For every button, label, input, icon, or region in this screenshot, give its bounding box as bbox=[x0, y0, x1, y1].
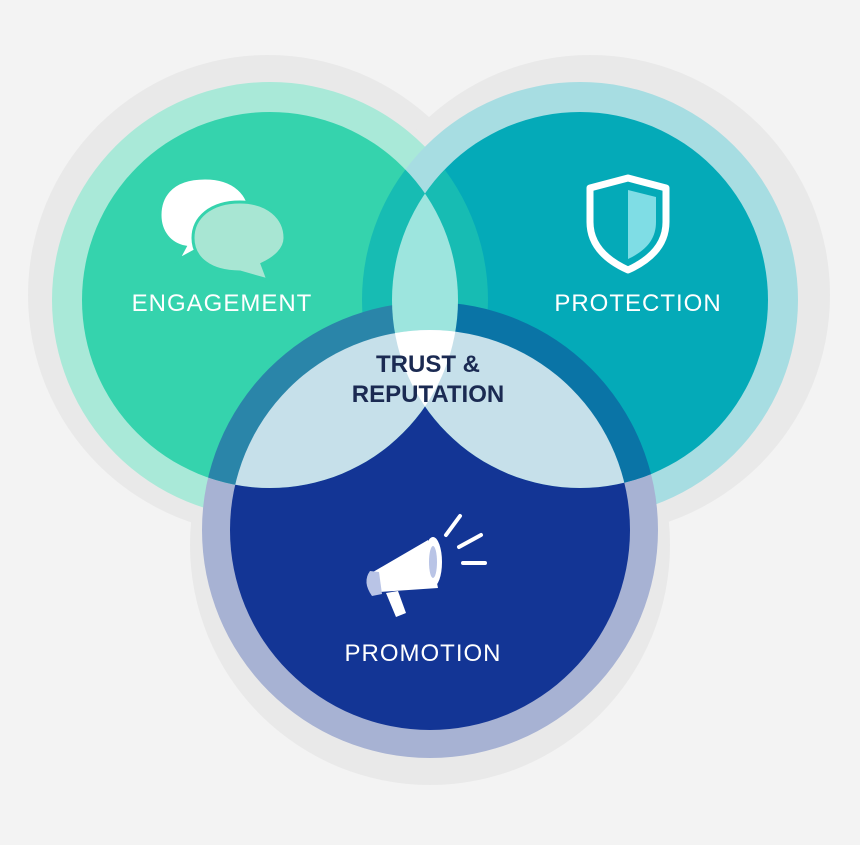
overlap-protection-promotion bbox=[392, 330, 630, 488]
center-label-line-2: REPUTATION bbox=[352, 381, 504, 408]
center-label-line-1: TRUST & bbox=[376, 351, 480, 378]
megaphone-icon bbox=[366, 514, 487, 617]
promotion-label: PROMOTION bbox=[345, 640, 502, 667]
overlap-engagement-promotion bbox=[230, 330, 458, 488]
speech-bubbles-icon bbox=[158, 176, 287, 283]
protection-label: PROTECTION bbox=[554, 290, 721, 317]
shield-icon bbox=[586, 174, 670, 274]
engagement-label: ENGAGEMENT bbox=[132, 290, 313, 317]
